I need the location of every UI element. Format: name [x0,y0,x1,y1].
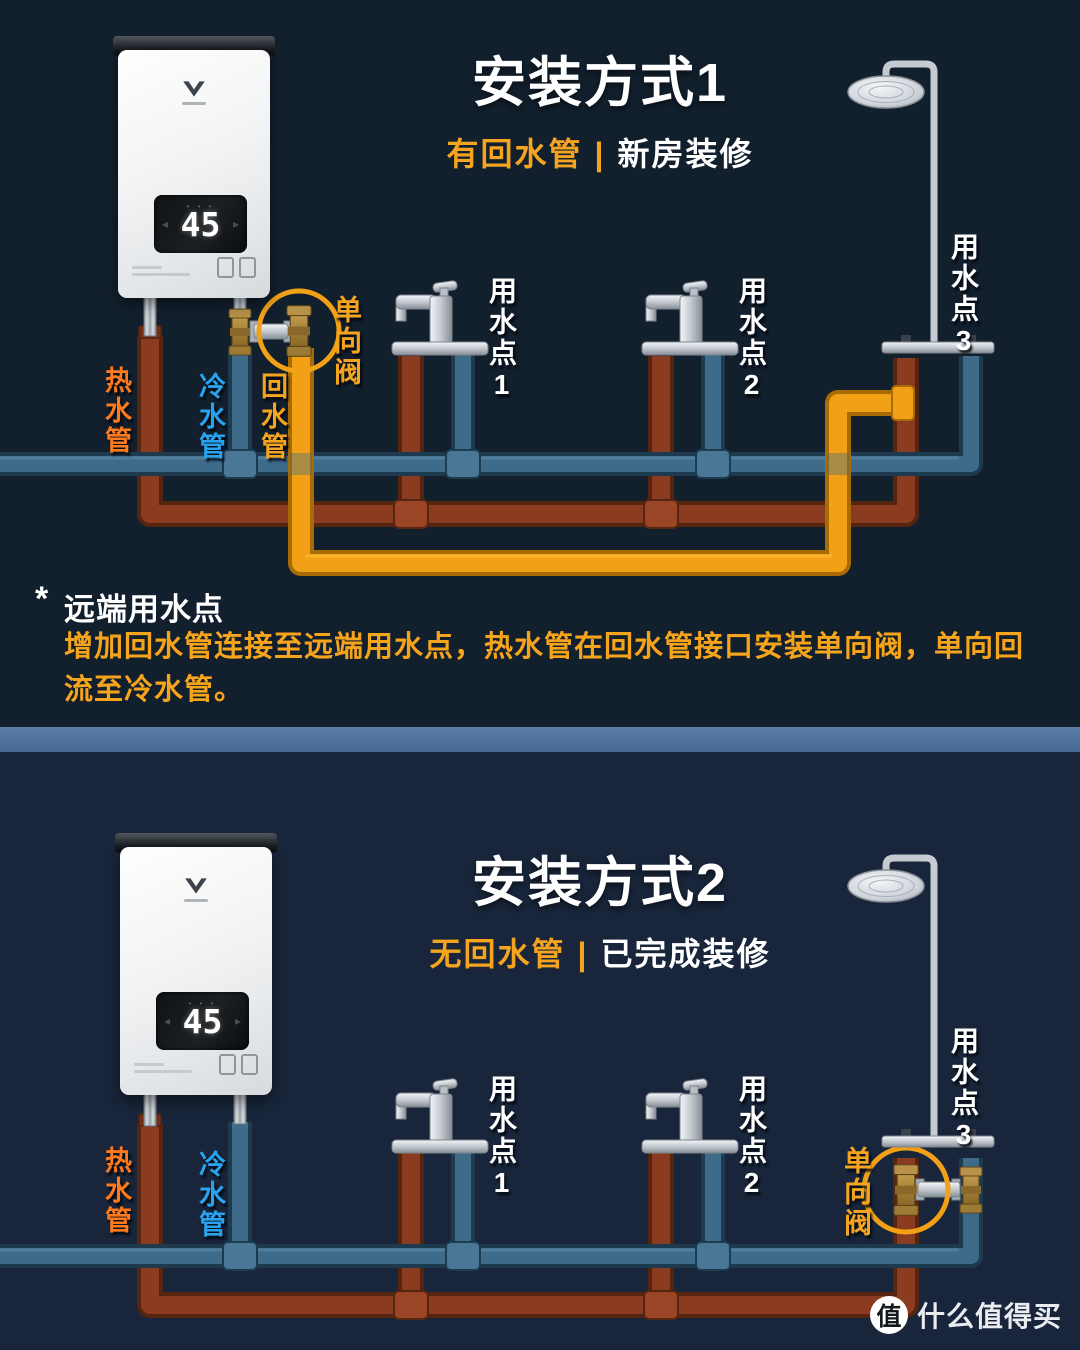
panel2-point3-label: 用水点3 [948,1026,979,1153]
note-body: 增加回水管连接至远端用水点，热水管在回水管接口安装单向阀，单向回流至冷水管。 [64,631,1025,706]
heater-body: • • • ◂ 45 ▸ [120,847,272,1095]
viomi-logo-icon [183,81,205,97]
panel2-check-valve [861,1145,983,1235]
panel1-cold-pipes [0,348,983,479]
viomi-logo-text [184,899,208,902]
panel-divider [0,727,1080,752]
panel2-point1-label: 用水点1 [486,1074,517,1201]
panel1-hot-pipes [137,325,919,529]
panel1-subtitle-normal: 新房装修 [617,136,754,172]
panel1-check-valve [228,288,342,374]
temperature-readout: 45 [182,1001,223,1041]
panel1-faucet-1 [391,279,489,356]
panel2-subtitle-separator: | [577,936,589,972]
panel2-cold-pipe-label: 冷水管 [195,1150,225,1240]
panel1-faucet-2 [641,279,739,356]
smzdm-badge-icon: 值 [869,1296,908,1334]
panel2-faucet-1 [391,1077,489,1154]
heater-fine-print [134,1059,192,1073]
panel1-point3-label: 用水点3 [948,232,979,359]
panel1-title: 安装方式1 [471,53,729,113]
heater-indicator-icons [217,257,256,278]
display-status-dots: • • • [188,999,217,1008]
display-left-icon: ◂ [162,217,169,231]
panel1-water-heater: • • • ◂ 45 ▸ [113,36,275,298]
panel2-header: 安装方式2 无回水管 | 已完成装修 [60,838,1080,975]
panel1-return-pipe-label: 回水管 [257,372,287,462]
panel1-cold-pipe-label: 冷水管 [195,372,225,462]
panel2-heater-hoses [143,1091,247,1127]
smzdm-watermark-text: 什么值得买 [916,1301,1062,1332]
panel2-point2-label: 用水点2 [736,1074,767,1201]
panel1-subtitle-separator: | [594,136,606,172]
panel1-point1-label: 用水点1 [486,276,517,403]
panel2-hot-pipe-label: 热水管 [101,1146,131,1236]
valve-highlight-circle [861,1145,951,1235]
panel1-subtitle-highlight: 有回水管 [446,136,583,172]
panel2-subtitle-normal: 已完成装修 [600,936,771,972]
panel1-return-pipe [288,348,915,576]
display-right-icon: ▸ [234,1014,241,1028]
panel1-check-valve-label: 单向阀 [331,295,362,388]
panel2-subtitle-highlight: 无回水管 [429,936,566,972]
panel1-header: 安装方式1 有回水管 | 新房装修 [60,38,1080,175]
note-title: 远端用水点 [64,592,224,627]
panel2-water-heater: • • • ◂ 45 ▸ [115,833,277,1095]
display-left-icon: ◂ [164,1014,171,1028]
heater-display: • • • ◂ 45 ▸ [156,992,249,1050]
temperature-readout: 45 [180,204,221,244]
panel2-cold-pipes [0,1122,983,1271]
heater-body: • • • ◂ 45 ▸ [118,50,270,298]
heater-indicator-icons [219,1054,258,1075]
viomi-logo-icon [185,878,207,894]
panel1-hot-pipe-label: 热水管 [101,366,131,456]
viomi-logo-text [182,102,206,105]
heater-fine-print [132,262,190,276]
panel2-subtitle: 无回水管 | 已完成装修 [60,929,1080,975]
panel1-subtitle: 有回水管 | 新房装修 [60,129,1080,175]
panel2-title: 安装方式2 [471,853,729,913]
panel1-point2-label: 用水点2 [736,276,767,403]
heater-display: • • • ◂ 45 ▸ [154,195,247,253]
panel2-hot-pipes [137,1113,919,1320]
panel2-faucet-2 [641,1077,739,1154]
smzdm-watermark: 值 什么值得买 [869,1295,1062,1335]
valve-highlight-circle [256,288,342,374]
display-status-dots: • • • [186,202,215,211]
panel2-check-valve-label: 单向阀 [841,1146,872,1239]
note-marker: * [35,580,49,618]
display-right-icon: ▸ [232,217,239,231]
